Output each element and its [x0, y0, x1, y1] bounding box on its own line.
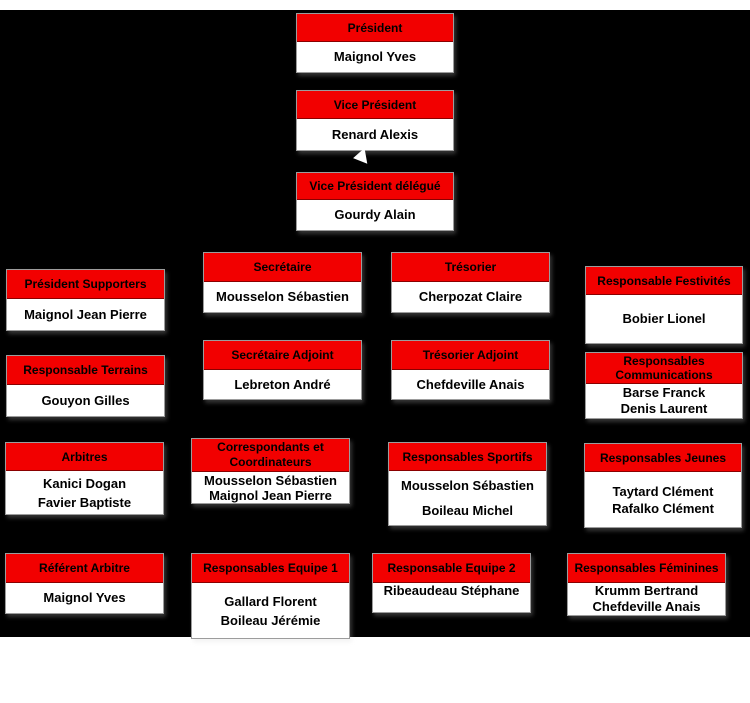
box-names: Barse Franck Denis Laurent	[586, 384, 742, 418]
box-names: Ribeaudeau Stéphane	[373, 583, 530, 612]
box-title: Responsable Equipe 2	[373, 554, 530, 583]
box-title: Responsables Sportifs	[389, 443, 546, 471]
org-box-tresorier-adjoint: Trésorier Adjoint Chefdeville Anais	[391, 340, 550, 400]
org-box-correspondants-coordinateurs: Correspondants et Coordinateurs Mousselo…	[191, 438, 350, 504]
box-title: Responsables Equipe 1	[192, 554, 349, 583]
box-names: Krumm Bertrand Chefdeville Anais	[568, 583, 725, 615]
box-names: Mousselon Sébastien	[204, 282, 361, 312]
box-title: Président Supporters	[7, 270, 164, 299]
box-title: Responsables Féminines	[568, 554, 725, 583]
box-title: Référent Arbitre	[6, 554, 163, 583]
org-box-president: Président Maignol Yves	[296, 13, 454, 73]
box-title: Responsable Terrains	[7, 356, 164, 385]
box-names: Mousselon Sébastien Boileau Michel	[389, 471, 546, 525]
box-title: Vice Président	[297, 91, 453, 119]
box-names: Maignol Yves	[6, 583, 163, 613]
box-title: Correspondants et Coordinateurs	[192, 439, 349, 472]
box-title: Président	[297, 14, 453, 42]
box-names: Gallard Florent Boileau Jérémie	[192, 583, 349, 638]
org-box-vice-president: Vice Président Renard Alexis	[296, 90, 454, 151]
box-names: Cherpozat Claire	[392, 282, 549, 312]
org-box-secretaire-adjoint: Secrétaire Adjoint Lebreton André	[203, 340, 362, 400]
org-box-responsable-terrains: Responsable Terrains Gouyon Gilles	[6, 355, 165, 417]
org-box-responsables-jeunes: Responsables Jeunes Taytard Clément Rafa…	[584, 443, 742, 528]
org-box-responsables-communications: Responsables Communications Barse Franck…	[585, 352, 743, 419]
box-title: Arbitres	[6, 443, 163, 471]
box-title: Responsables Communications	[586, 353, 742, 384]
box-names: Maignol Jean Pierre	[7, 299, 164, 330]
box-names: Gouyon Gilles	[7, 385, 164, 416]
box-title: Responsable Festivités	[586, 267, 742, 295]
org-box-responsable-festivites: Responsable Festivités Bobier Lionel	[585, 266, 743, 344]
org-box-responsable-equipe-2: Responsable Equipe 2 Ribeaudeau Stéphane	[372, 553, 531, 613]
box-title: Secrétaire	[204, 253, 361, 282]
box-title: Responsables Jeunes	[585, 444, 741, 472]
box-names: Chefdeville Anais	[392, 370, 549, 399]
box-names: Maignol Yves	[297, 42, 453, 72]
box-title: Secrétaire Adjoint	[204, 341, 361, 370]
box-names: Renard Alexis	[297, 119, 453, 150]
box-title: Trésorier Adjoint	[392, 341, 549, 370]
org-box-responsables-equipe-1: Responsables Equipe 1 Gallard Florent Bo…	[191, 553, 350, 639]
box-names: Lebreton André	[204, 370, 361, 399]
org-box-president-supporters: Président Supporters Maignol Jean Pierre	[6, 269, 165, 331]
box-names: Gourdy Alain	[297, 200, 453, 230]
org-box-vice-president-delegue: Vice Président délégué Gourdy Alain	[296, 172, 454, 231]
box-names: Mousselon Sébastien Maignol Jean Pierre	[192, 472, 349, 503]
connector-arrow-icon	[351, 147, 368, 167]
box-title: Vice Président délégué	[297, 173, 453, 200]
org-box-referent-arbitre: Référent Arbitre Maignol Yves	[5, 553, 164, 614]
org-box-arbitres: Arbitres Kanici Dogan Favier Baptiste	[5, 442, 164, 515]
box-title: Trésorier	[392, 253, 549, 282]
org-box-tresorier: Trésorier Cherpozat Claire	[391, 252, 550, 313]
org-box-responsables-sportifs: Responsables Sportifs Mousselon Sébastie…	[388, 442, 547, 526]
box-names: Bobier Lionel	[586, 295, 742, 343]
org-box-secretaire: Secrétaire Mousselon Sébastien	[203, 252, 362, 313]
box-names: Kanici Dogan Favier Baptiste	[6, 471, 163, 514]
org-box-responsables-feminines: Responsables Féminines Krumm Bertrand Ch…	[567, 553, 726, 616]
box-names: Taytard Clément Rafalko Clément	[585, 472, 741, 527]
